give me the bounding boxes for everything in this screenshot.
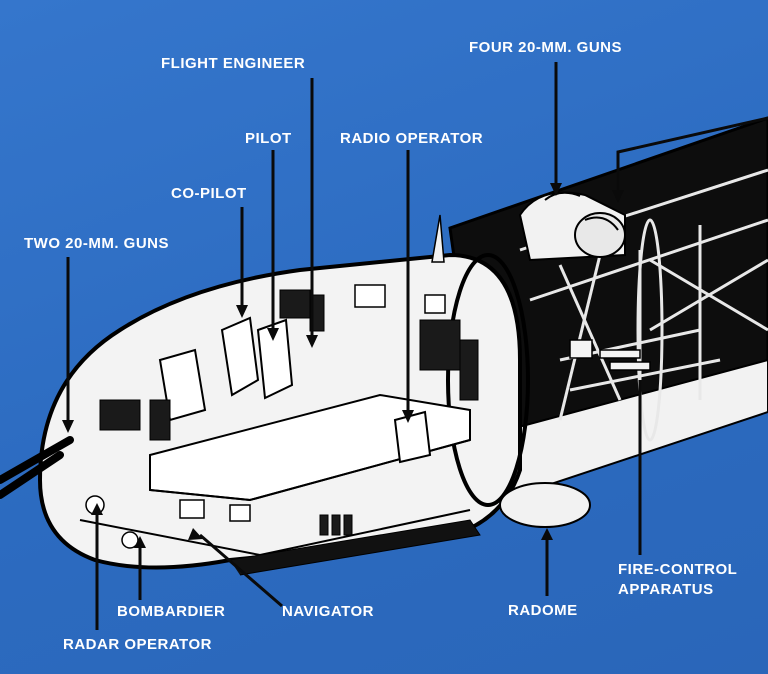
radome-shape [499, 482, 591, 528]
upper-turret [518, 191, 626, 262]
label-radar-operator: RADAR OPERATOR [63, 636, 212, 653]
equipment-light [85, 284, 446, 549]
label-pilot: PILOT [245, 130, 292, 147]
pointer-arrowheads [62, 183, 624, 548]
pointer-lines [66, 62, 768, 630]
pointer-navigator [199, 533, 283, 608]
label-bombardier: BOMBARDIER [117, 603, 226, 620]
label-radio-operator: RADIO OPERATOR [340, 130, 484, 147]
antenna [431, 214, 445, 263]
label-navigator: NAVIGATOR [282, 603, 375, 620]
label-fire-control: FIRE-CONTROL APPARATUS [618, 560, 737, 600]
label-fire-control-line1: FIRE-CONTROL [618, 561, 738, 578]
bulkhead [446, 253, 530, 507]
fire-control-boxes [569, 339, 651, 371]
seats [158, 316, 432, 464]
label-flight-engineer: FLIGHT ENGINEER [161, 55, 306, 72]
nose-guns [0, 436, 74, 499]
pointer-fire-control-top [616, 116, 768, 190]
equipment [99, 289, 479, 536]
label-four-guns: FOUR 20-MM. GUNS [469, 39, 623, 56]
label-co-pilot: CO-PILOT [171, 185, 247, 202]
label-fire-control-line2: APPARATUS [618, 581, 714, 598]
label-two-guns: TWO 20-MM. GUNS [24, 235, 169, 252]
label-radome: RADOME [508, 602, 578, 619]
